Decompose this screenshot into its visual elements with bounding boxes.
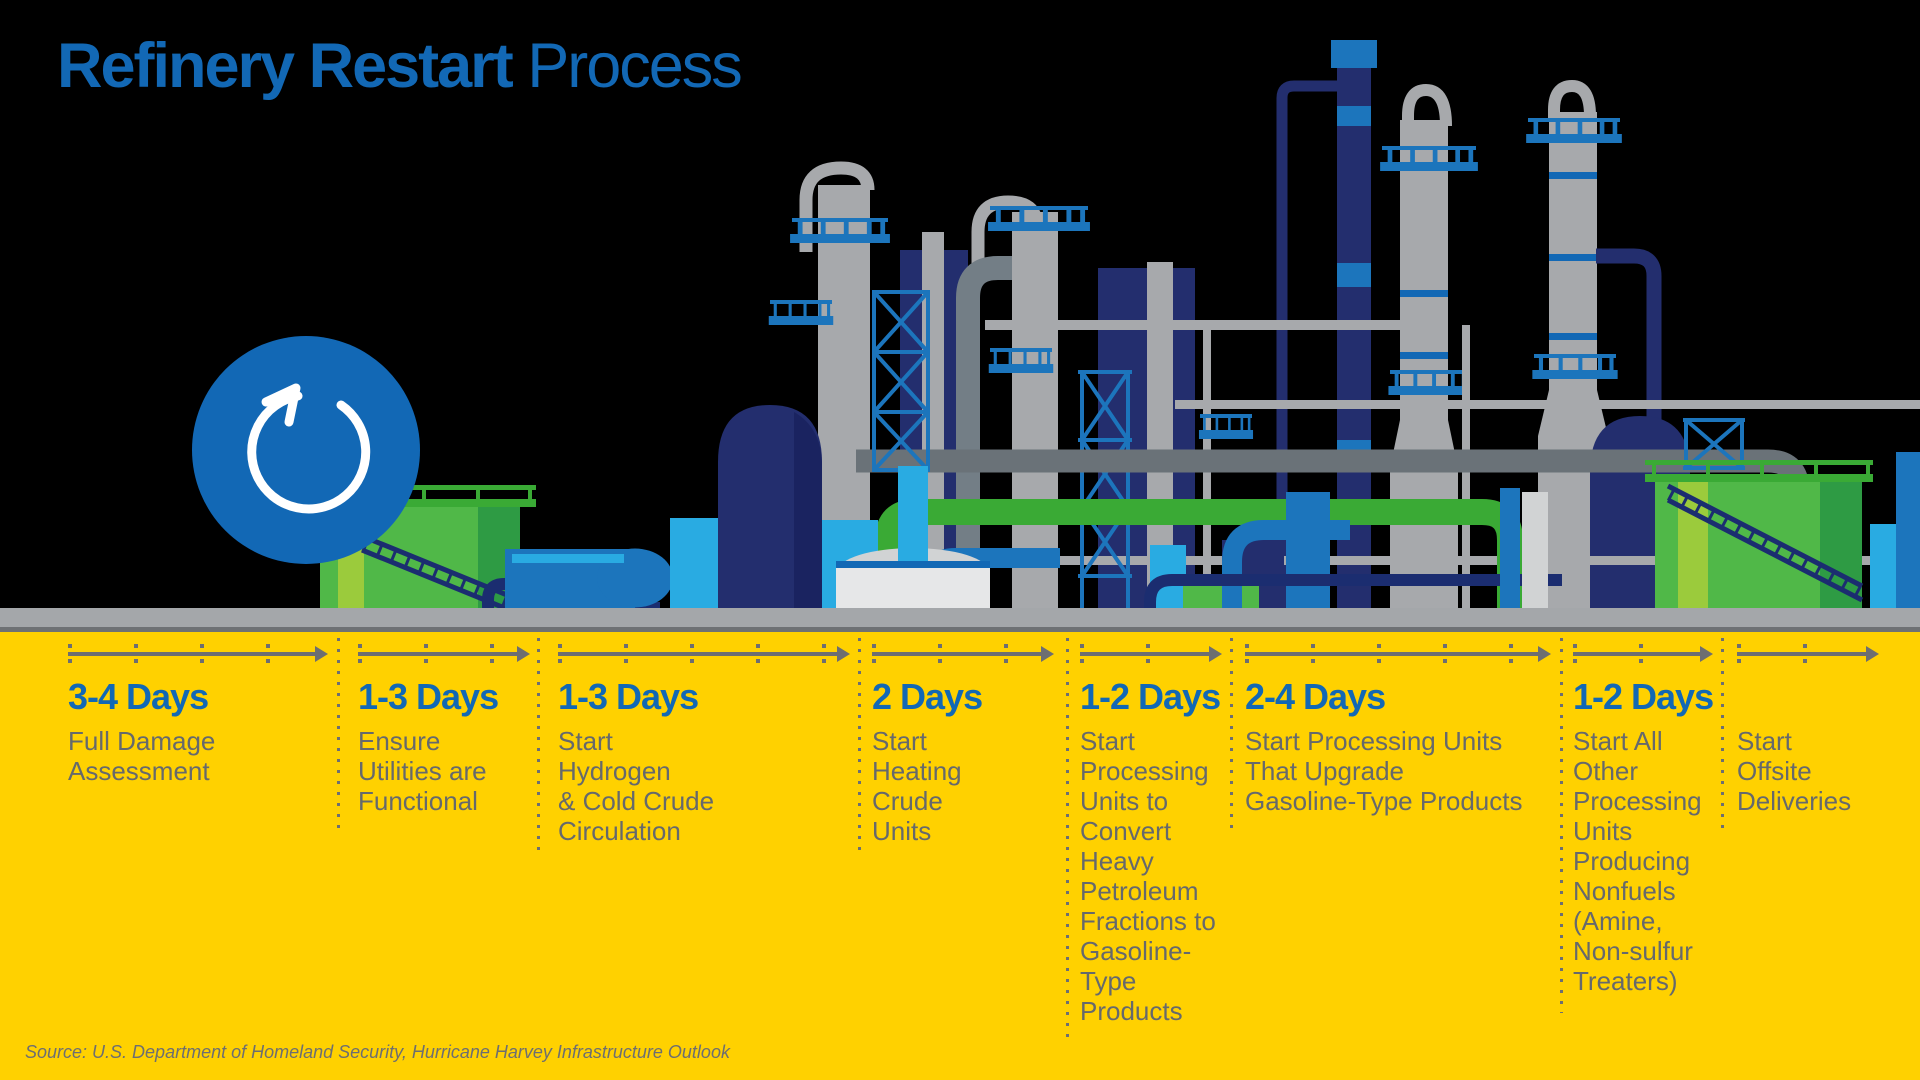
step-duration: 2 Days [872, 676, 983, 717]
step-separator [858, 638, 861, 858]
blue-pipe [1222, 520, 1350, 632]
step-separator [1560, 638, 1563, 1013]
step-duration: 3-4 Days [68, 676, 209, 717]
step-duration: 1-3 Days [358, 676, 499, 717]
step-task: Start All Other Processing Units Produci… [1573, 726, 1702, 996]
source-attribution: Source: U.S. Department of Homeland Secu… [25, 1042, 730, 1062]
timeline-step-6: 2-4 Days Start Processing Units That Upg… [1245, 676, 1553, 816]
step-separator [1066, 638, 1069, 1042]
arrowhead-icon [517, 646, 530, 662]
step-duration: 1-2 Days [1573, 676, 1714, 717]
timeline-arrow-1 [68, 644, 328, 663]
timeline-step-3: 1-3 Days Start Hydrogen & Cold Crude Cir… [558, 676, 850, 846]
timeline-panel [0, 632, 1920, 1080]
timeline-step-5: 1-2 Days Start Processing Units to Conve… [1080, 676, 1225, 1026]
title-bold: Refinery Restart [57, 31, 514, 101]
step-duration: 1-3 Days [558, 676, 699, 717]
timeline-step-4: 2 Days Start Heating Crude Units [872, 676, 1052, 846]
timeline-arrow-8 [1737, 644, 1879, 663]
timeline-step-8: Start Offsite Deliveries [1737, 676, 1897, 816]
arrowhead-icon [1866, 646, 1879, 662]
refinery-illustration [0, 40, 1920, 632]
ground [0, 608, 1920, 632]
timeline-arrow-6 [1245, 644, 1551, 663]
step-task: Start Processing Units to Convert Heavy … [1080, 726, 1216, 1026]
arrowhead-icon [837, 646, 850, 662]
restart-icon [192, 336, 420, 564]
step-task: Full Damage Assessment [68, 726, 216, 786]
step-task: Start Offsite Deliveries [1737, 726, 1852, 816]
step-task: Start Heating Crude Units [872, 726, 962, 846]
arrowhead-icon [1538, 646, 1551, 662]
navy-pipe [1144, 574, 1562, 632]
page-title: Refinery Restart Process [57, 30, 743, 102]
timeline-step-7: 1-2 Days Start All Other Processing Unit… [1573, 676, 1715, 996]
title-light: Process [511, 31, 743, 101]
step-separator [337, 638, 340, 828]
timeline-arrow-7 [1573, 644, 1713, 663]
arrowhead-icon [1700, 646, 1713, 662]
right-storage-tank [1645, 460, 1873, 632]
step-task: Start Hydrogen & Cold Crude Circulation [558, 726, 715, 846]
step-duration [1737, 676, 1897, 722]
step-duration: 1-2 Days [1080, 676, 1221, 717]
step-task: Ensure Utilities are Functional [358, 726, 487, 816]
step-separator [537, 638, 540, 858]
timeline-arrow-4 [872, 644, 1054, 663]
arrowhead-icon [315, 646, 328, 662]
timeline-step-2: 1-3 Days Ensure Utilities are Functional [358, 676, 530, 816]
step-separator [1721, 638, 1724, 828]
step-duration: 2-4 Days [1245, 676, 1386, 717]
dome-tower [718, 405, 822, 632]
timeline-arrow-3 [558, 644, 850, 663]
timeline-arrow-2 [358, 644, 530, 663]
timeline-step-1: 3-4 Days Full Damage Assessment [68, 676, 330, 786]
arrowhead-icon [1041, 646, 1054, 662]
step-separator [1230, 638, 1233, 828]
step-task: Start Processing Units That Upgrade Gaso… [1245, 726, 1523, 816]
arrowhead-icon [1209, 646, 1222, 662]
timeline-arrow-5 [1080, 644, 1222, 663]
